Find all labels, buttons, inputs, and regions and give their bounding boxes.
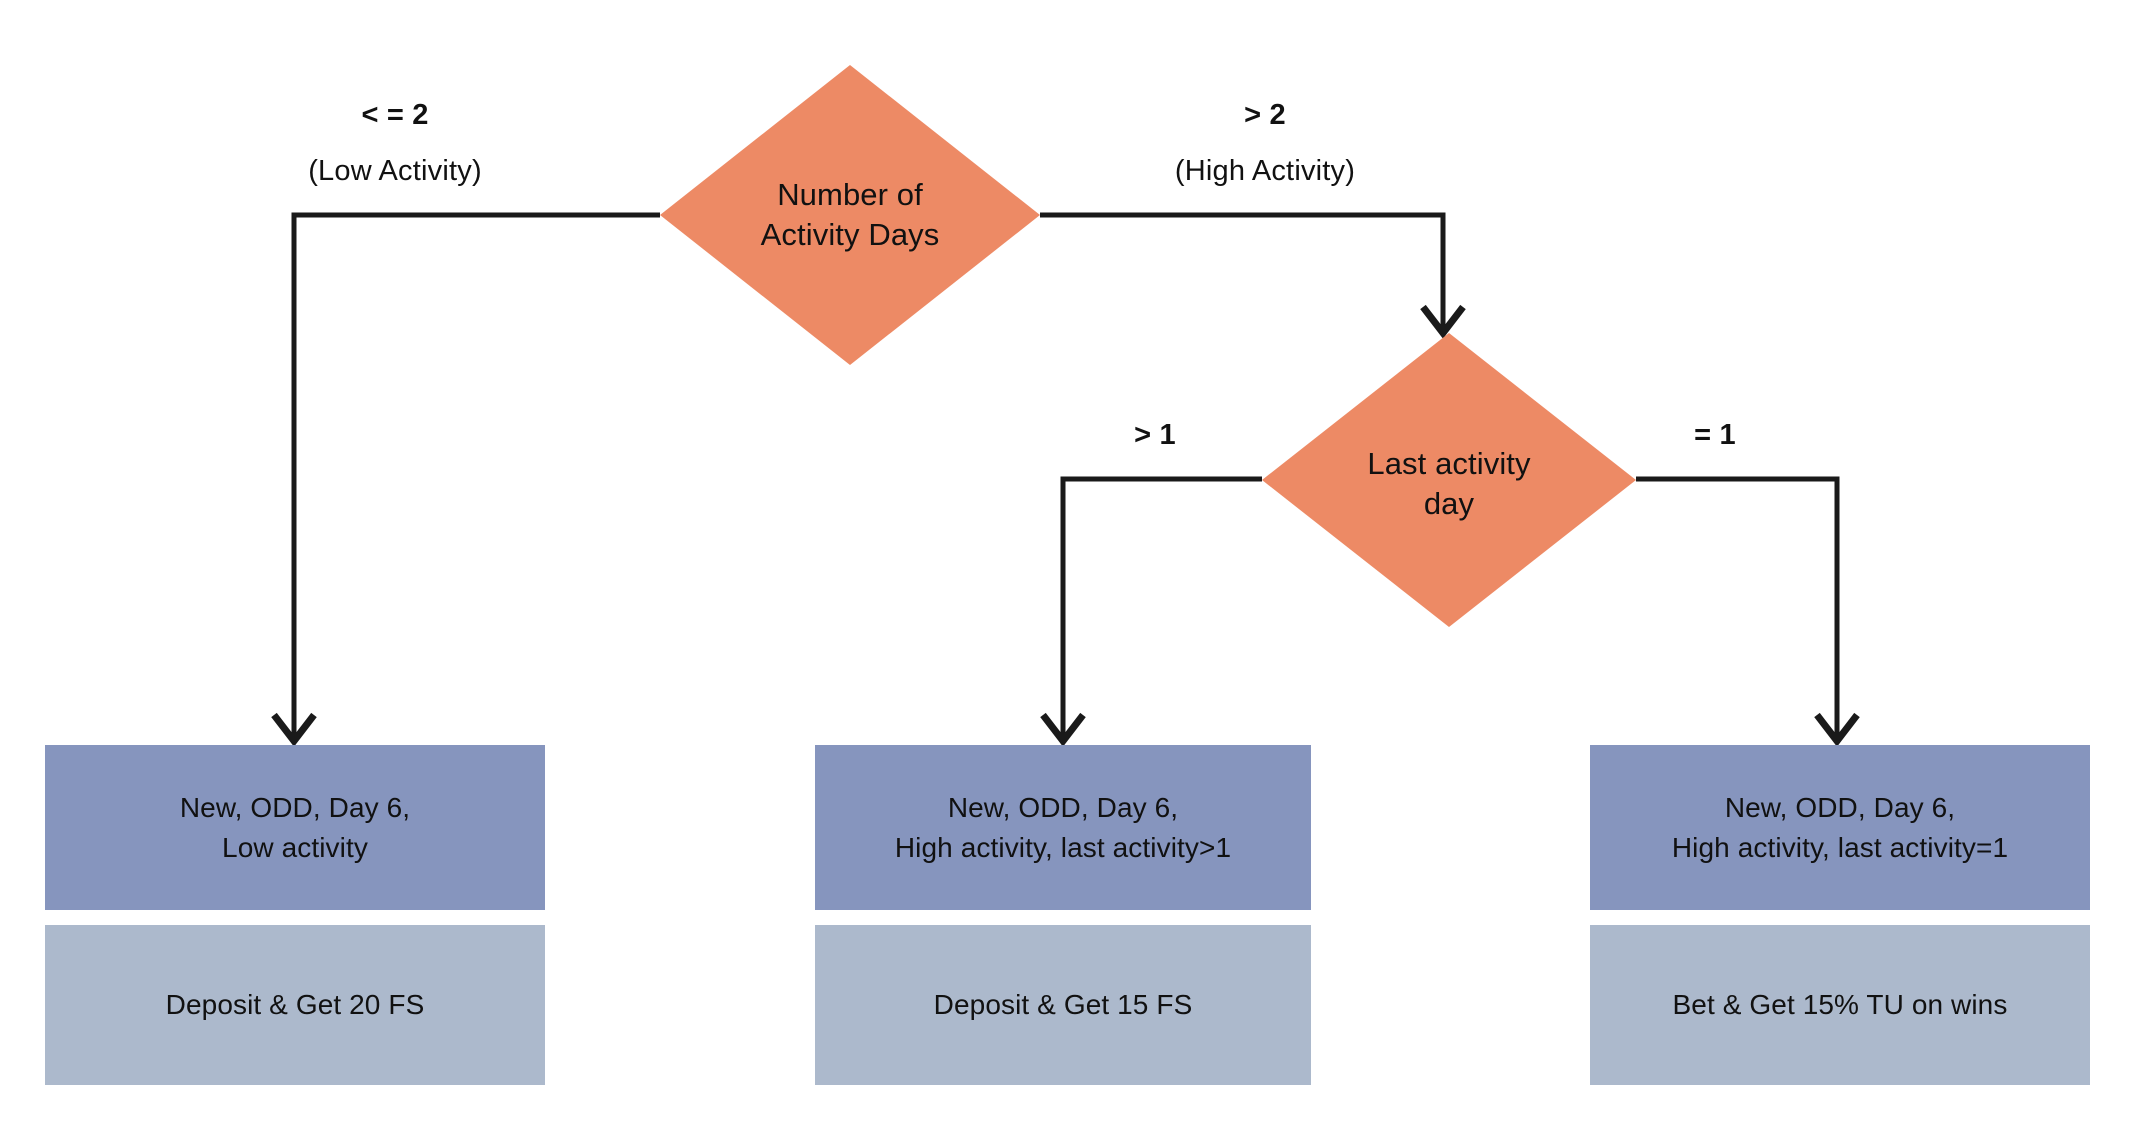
edge-condition: > 1	[1134, 419, 1176, 451]
offer-label: Deposit & Get 15 FS	[933, 989, 1193, 1021]
arrowhead-low-activity	[271, 712, 317, 747]
decision-label: Last activity day	[1367, 446, 1531, 521]
edge-condition: = 1	[1694, 419, 1736, 451]
edge-description: (Low Activity)	[308, 155, 482, 188]
offer-box-high-activity-last-eq-1[interactable]: Bet & Get 15% TU on wins	[1590, 925, 2090, 1085]
edge-description: (High Activity)	[1174, 155, 1356, 188]
segment-label: New, ODD, Day 6, Low activity	[179, 791, 411, 863]
segment-box-high-activity-last-gt-1[interactable]: New, ODD, Day 6, High activity, last act…	[815, 745, 1311, 910]
decision-label: Number of Activity Days	[760, 177, 940, 252]
decision-number-of-activity-days[interactable]: Number of Activity Days	[660, 65, 1040, 365]
connector-last-eq-1	[1636, 476, 1840, 738]
edge-label-high-activity: > 2 (High Activity)	[1090, 78, 1440, 209]
arrowhead-last-gt-1	[1040, 712, 1086, 747]
arrowhead-high-activity	[1420, 304, 1466, 339]
offer-label: Bet & Get 15% TU on wins	[1672, 989, 2008, 1021]
offer-label: Deposit & Get 20 FS	[165, 989, 425, 1021]
edge-label-low-activity: < = 2 (Low Activity)	[230, 78, 560, 209]
edge-label-last-activity-greater-than-1: > 1	[1080, 398, 1230, 472]
offer-box-high-activity-last-gt-1[interactable]: Deposit & Get 15 FS	[815, 925, 1311, 1085]
segment-label: New, ODD, Day 6, High activity, last act…	[894, 791, 1232, 863]
offer-box-low-activity[interactable]: Deposit & Get 20 FS	[45, 925, 545, 1085]
connector-last-gt-1	[1060, 476, 1262, 738]
segment-box-high-activity-last-eq-1[interactable]: New, ODD, Day 6, High activity, last act…	[1590, 745, 2090, 910]
segment-label: New, ODD, Day 6, High activity, last act…	[1671, 791, 2009, 863]
edge-condition: > 2	[1244, 99, 1286, 131]
connector-high-activity	[1040, 212, 1446, 328]
segment-box-low-activity[interactable]: New, ODD, Day 6, Low activity	[45, 745, 545, 910]
arrowhead-last-eq-1	[1814, 712, 1860, 747]
connector-low-activity	[291, 212, 660, 738]
decision-last-activity-day[interactable]: Last activity day	[1262, 333, 1636, 627]
edge-condition: < = 2	[361, 99, 429, 131]
edge-label-last-activity-equals-1: = 1	[1640, 398, 1790, 472]
